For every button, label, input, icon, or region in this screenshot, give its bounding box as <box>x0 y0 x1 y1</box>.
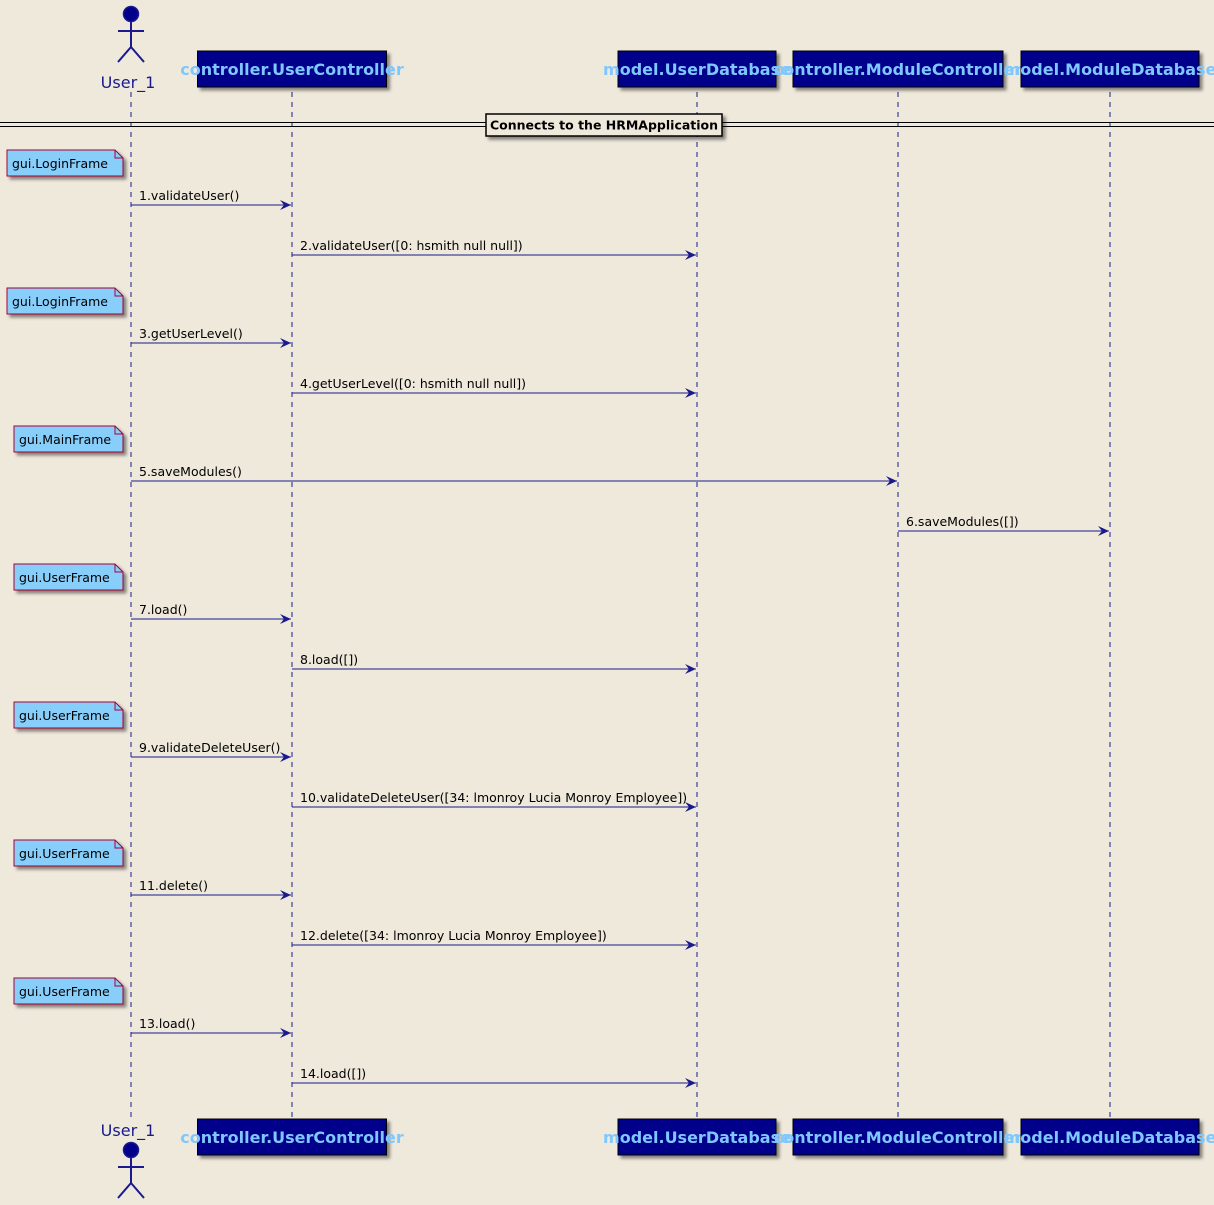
note-fold <box>114 702 123 711</box>
message-label: 14.load([]) <box>300 1066 366 1081</box>
note-label: gui.MainFrame <box>19 432 111 447</box>
message-label: 4.getUserLevel([0: hsmith null null]) <box>300 376 526 391</box>
actor-leg-right-bottom <box>130 1182 145 1199</box>
actor-label-top: User_1 <box>101 73 156 93</box>
participant-box-top-1 <box>197 50 387 88</box>
message-label: 6.saveModules([]) <box>906 514 1019 529</box>
participant-box-top-4 <box>1020 50 1200 88</box>
actor-label-bottom: User_1 <box>101 1121 156 1141</box>
note-fold <box>114 426 123 435</box>
note-fold <box>114 840 123 849</box>
participant-label-bottom-3: controller.ModuleController <box>774 1128 1022 1147</box>
message-label: 9.validateDeleteUser() <box>139 740 280 755</box>
note-box <box>6 287 124 315</box>
note-box <box>13 839 124 867</box>
note-label: gui.UserFrame <box>19 570 110 585</box>
message-label: 8.load([]) <box>300 652 358 667</box>
participant-label-bottom-2: model.UserDatabase <box>603 1128 791 1147</box>
divider-box <box>485 113 723 137</box>
participant-box-bottom-4 <box>1020 1118 1200 1156</box>
note-box <box>6 149 124 177</box>
message-label: 7.load() <box>139 602 187 617</box>
participant-box-bottom-3 <box>792 1118 1004 1156</box>
note-fold <box>114 564 123 573</box>
note-label: gui.LoginFrame <box>12 156 108 171</box>
note-fold <box>114 978 123 987</box>
participant-box-bottom-1 <box>197 1118 387 1156</box>
note-box <box>13 701 124 729</box>
participant-label-top-3: controller.ModuleController <box>774 60 1022 79</box>
divider-label: Connects to the HRMApplication <box>490 118 718 133</box>
message-label: 2.validateUser([0: hsmith null null]) <box>300 238 523 253</box>
participant-label-top-1: controller.UserController <box>180 60 404 79</box>
note-fold <box>114 150 123 159</box>
actor-leg-left-bottom <box>117 1182 132 1199</box>
participant-label-top-2: model.UserDatabase <box>603 60 791 79</box>
note-label: gui.UserFrame <box>19 846 110 861</box>
participant-label-top-4: model.ModuleDatabase <box>1004 60 1214 79</box>
participant-box-top-2 <box>617 50 777 88</box>
note-box <box>13 425 124 453</box>
message-label: 5.saveModules() <box>139 464 242 479</box>
message-label: 12.delete([34: lmonroy Lucia Monroy Empl… <box>300 928 607 943</box>
message-label: 3.getUserLevel() <box>139 326 243 341</box>
message-label: 1.validateUser() <box>139 188 239 203</box>
note-fold <box>114 288 123 297</box>
actor-leg-left-top <box>117 46 132 63</box>
message-label: 11.delete() <box>139 878 208 893</box>
participant-box-bottom-2 <box>617 1118 777 1156</box>
actor-leg-right-top <box>130 46 145 63</box>
participant-label-bottom-4: model.ModuleDatabase <box>1004 1128 1214 1147</box>
note-label: gui.UserFrame <box>19 708 110 723</box>
note-box <box>13 977 124 1005</box>
actor-head-bottom <box>122 1141 140 1159</box>
note-label: gui.UserFrame <box>19 984 110 999</box>
message-label: 10.validateDeleteUser([34: lmonroy Lucia… <box>300 790 687 805</box>
actor-head-top <box>122 5 140 23</box>
participant-box-top-3 <box>792 50 1004 88</box>
note-box <box>13 563 124 591</box>
message-label: 13.load() <box>139 1016 195 1031</box>
participant-label-bottom-1: controller.UserController <box>180 1128 404 1147</box>
note-label: gui.LoginFrame <box>12 294 108 309</box>
